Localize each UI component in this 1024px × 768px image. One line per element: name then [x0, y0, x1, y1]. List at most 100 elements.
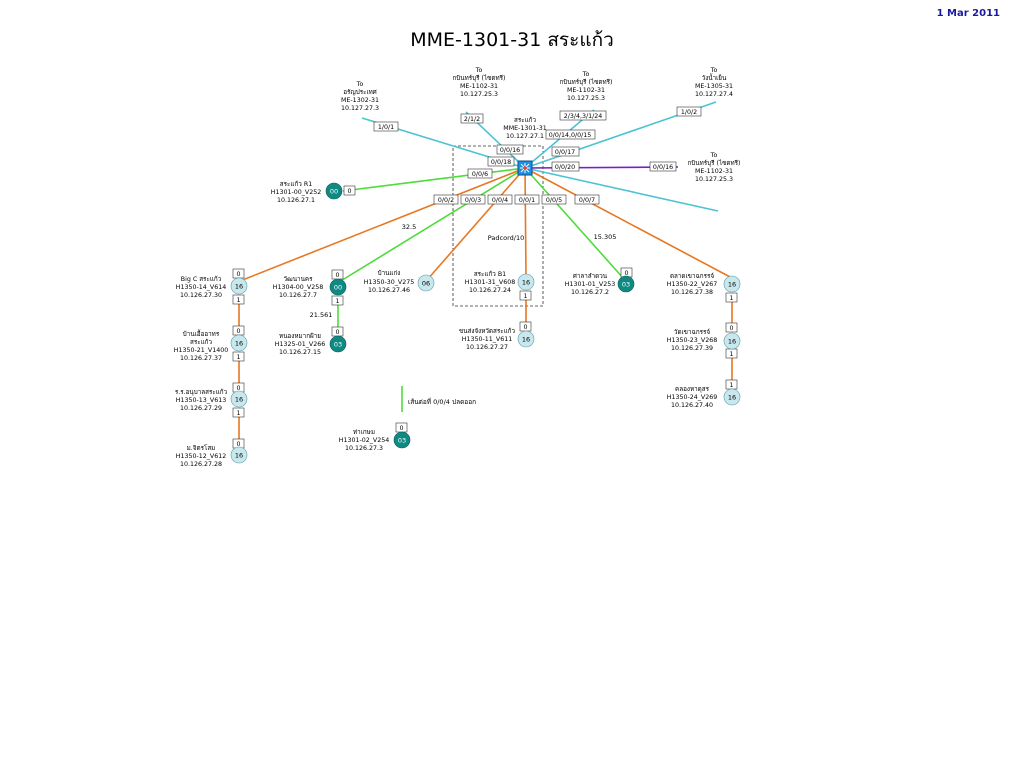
node-n11[interactable]: 16 ขนส่งจังหวัดสระแก้ว H1350-11_V611 10.…: [459, 327, 535, 351]
upstream-label-line: To: [582, 71, 590, 78]
node-n23-circle[interactable]: [723, 332, 741, 350]
upstream-label-line: วังน้ำเย็น: [702, 73, 727, 82]
port-tag-label: 0: [236, 328, 240, 335]
port-tag: 0/0/1: [514, 194, 540, 205]
node-badge: 06: [422, 280, 430, 288]
node-badge: 03: [622, 281, 630, 289]
port-tag: 2/1/2: [460, 113, 484, 124]
port-tag: 0: [232, 438, 245, 449]
node-n22[interactable]: 16 ตลาดเขาฉกรรจ์ H1350-22_V267 10.126.27…: [667, 272, 741, 296]
port-tag-label: 0/0/18: [491, 159, 511, 166]
node-n24-circle[interactable]: [723, 388, 741, 406]
node-n12[interactable]: 16 ม.จิตรโสม H1350-12_V612 10.126.27.28: [176, 444, 248, 468]
port-tag: 1: [232, 407, 245, 418]
port-tag: 0/0/7: [574, 194, 600, 205]
link-annotation: 32.5: [402, 223, 416, 231]
node-label-line: 10.126.27.2: [571, 289, 609, 296]
page-title: MME-1301-31 สระแก้ว: [410, 29, 614, 51]
node-label-line: H1350-13_V613: [176, 397, 227, 404]
port-tag-label: 0: [236, 271, 240, 278]
port-tag-label: 1/0/2: [681, 109, 697, 116]
upstream-label-line: ME-1305-31: [695, 83, 733, 90]
port-tag-label: 1: [523, 293, 527, 300]
node-label-line: 10.126.27.24: [469, 287, 511, 294]
node-n01[interactable]: 03 ศาลาลำดวน H1301-01_V253 10.126.27.2: [565, 273, 635, 296]
node-label-line: ตลาดเขาฉกรรจ์: [670, 272, 714, 280]
port-tag: 0/0/18: [487, 156, 515, 167]
port-tag: 0: [620, 267, 633, 278]
node-n25-circle[interactable]: [329, 335, 347, 353]
node-label-line: 10.126.27.37: [180, 355, 222, 362]
node-n13-circle[interactable]: [230, 390, 248, 408]
node-n21-circle[interactable]: [230, 334, 248, 352]
node-n30-circle[interactable]: [417, 274, 435, 292]
node-n24[interactable]: 16 คลองหาดุสร H1350-24_V269 10.126.27.40: [667, 386, 741, 409]
upstream-label-line: 10.127.25.3: [695, 176, 733, 183]
node-r1-circle[interactable]: [325, 182, 343, 200]
upstream-label-line: ME-1302-31: [341, 97, 379, 104]
node-n22-circle[interactable]: [723, 275, 741, 293]
node-n21[interactable]: 16 บ้านเอื้ออาทร สระแก้ว H1350-21_V1400 …: [174, 329, 248, 362]
node-label-line: หนองหมากฝ้าย: [279, 332, 321, 340]
upstream-label-line: กบินทร์บุรี (ไซตทรี): [452, 74, 505, 82]
link-n22: [524, 167, 733, 279]
upstream-label-line: กบินทร์บุรี (ไซตทรี): [687, 159, 740, 167]
node-badge: 16: [235, 396, 243, 404]
upstream-label-line: 10.127.25.3: [460, 91, 498, 98]
node-n11-circle[interactable]: [517, 330, 535, 348]
node-n14[interactable]: 16 Big C สระแก้ว H1350-14_V614 10.126.27…: [176, 275, 248, 299]
node-n30[interactable]: 06 บ้านแก่ง H1350-30_V275 10.126.27.46: [364, 269, 435, 294]
link-n14: [239, 167, 526, 282]
upstream-label-line: 10.127.27.4: [695, 91, 733, 98]
node-label-line: ร.ร.อนุบาลสระแก้ว: [175, 388, 228, 396]
node-n31-circle[interactable]: [517, 273, 535, 291]
hub-router[interactable]: [517, 160, 533, 176]
link-n04: [338, 167, 526, 283]
port-tag-label: 0/0/4: [492, 197, 508, 204]
node-label-line: 10.126.27.28: [180, 461, 222, 468]
node-n31[interactable]: 16 สระแก้ว B1 H1301-31_V608 10.126.27.24: [465, 270, 535, 294]
node-badge: 16: [728, 394, 736, 402]
upstream-label-line: กบินทร์บุรี (ไซตทรี): [559, 78, 612, 86]
hub-label-line: สระแก้ว: [514, 116, 536, 124]
node-label-line: H1350-22_V267: [667, 281, 718, 288]
node-label-line: 10.126.27.39: [671, 345, 713, 352]
port-tag-label: 0/0/2: [438, 197, 454, 204]
node-label-line: H1350-11_V611: [462, 336, 513, 343]
node-badge: 16: [728, 338, 736, 346]
port-tag-label: 0/0/7: [579, 197, 595, 204]
node-label-line: 10.126.27.46: [368, 287, 410, 294]
upstream-label-line: To: [710, 67, 718, 74]
port-tag: 0/0/5: [541, 194, 567, 205]
node-n01-circle[interactable]: [617, 275, 635, 293]
node-n04-circle[interactable]: [329, 278, 347, 296]
node-n25[interactable]: 03 หนองหมากฝ้าย H1325-01_V266 10.126.27.…: [275, 332, 347, 356]
node-label-line: H1350-12_V612: [176, 453, 227, 460]
link-cyan-east: [524, 167, 719, 212]
port-tag-label: 0/0/1: [519, 197, 535, 204]
node-n13[interactable]: 16 ร.ร.อนุบาลสระแก้ว H1350-13_V613 10.12…: [175, 388, 248, 412]
node-label-line: 10.126.27.1: [277, 197, 315, 204]
node-r1[interactable]: 00 สระแก้ว R1 H1301-00_V252 10.126.27.1: [271, 180, 343, 204]
node-label-line: H1350-24_V269: [667, 394, 718, 401]
port-tag: 1: [725, 292, 738, 303]
node-label-line: สระแก้ว: [190, 338, 212, 346]
node-n02-circle[interactable]: [393, 431, 411, 449]
node-label-line: H1301-01_V253: [565, 281, 616, 288]
port-tag: 1: [725, 379, 738, 390]
port-tag: 1: [725, 348, 738, 359]
node-label-line: H1350-30_V275: [364, 279, 415, 286]
node-n14-circle[interactable]: [230, 277, 248, 295]
port-tag-label: 0: [399, 425, 403, 432]
upstream-label-line: 10.127.25.3: [567, 95, 605, 102]
node-n02[interactable]: 03 ท่าเกษม H1301-02_V254 10.126.27.3: [339, 429, 411, 452]
link-r1: [342, 167, 526, 192]
node-n04[interactable]: 00 วัฒนานคร H1304-00_V258 10.126.27.7: [273, 276, 347, 299]
node-label-line: H1350-21_V1400: [174, 347, 229, 354]
annotations: 32.5 Padcord/10 15.305 21.561 เส้นต่อที่…: [310, 223, 617, 406]
node-n12-circle[interactable]: [230, 446, 248, 464]
node-n23[interactable]: 16 วัดเขาฉกรรจ์ H1350-23_V268 10.126.27.…: [667, 328, 741, 352]
port-tag: 0: [232, 268, 245, 279]
node-label-line: 10.126.27.7: [279, 292, 317, 299]
node-label-line: 10.126.27.40: [671, 402, 713, 409]
